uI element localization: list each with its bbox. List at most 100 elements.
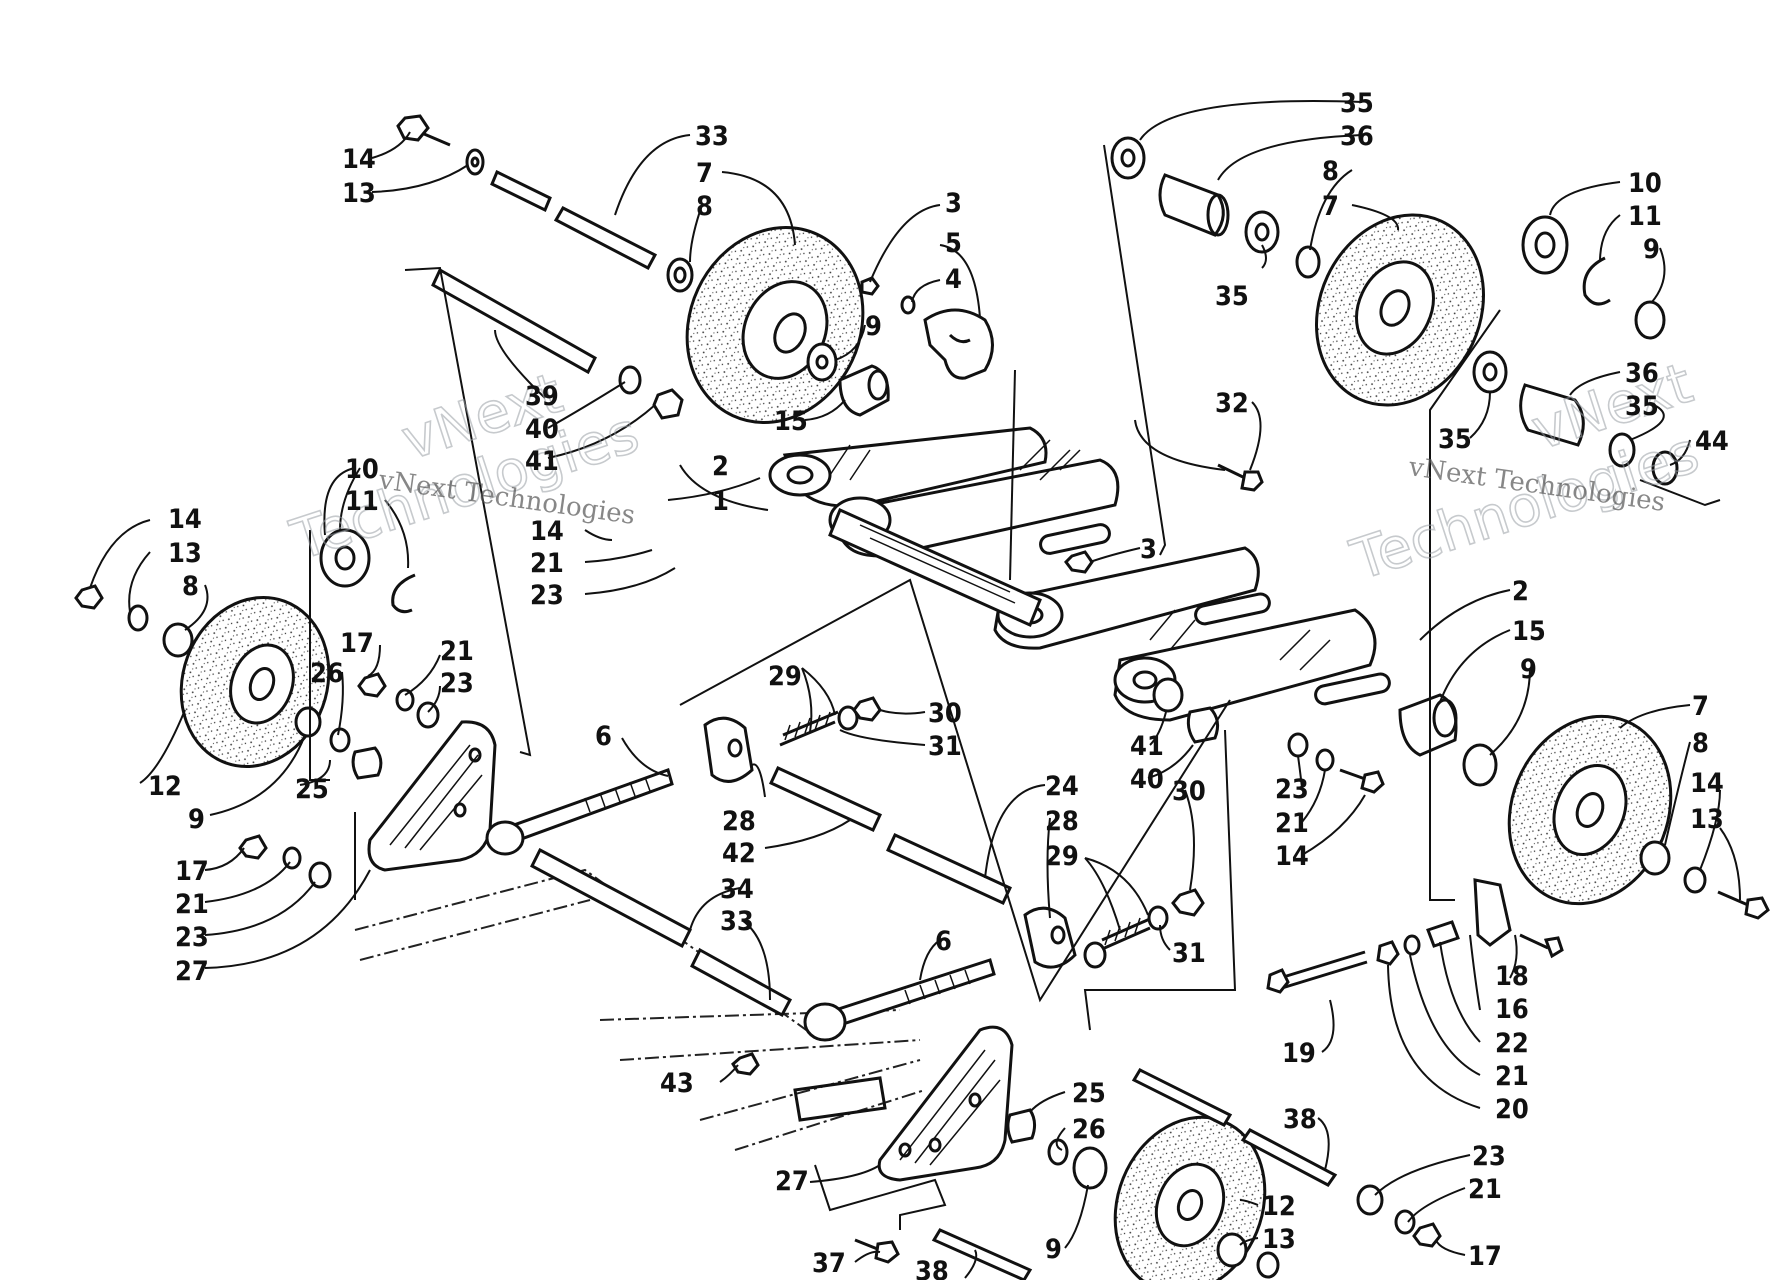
callout: 15 bbox=[1512, 616, 1546, 647]
callout: 11 bbox=[1628, 201, 1662, 232]
callout: 8 bbox=[1692, 728, 1709, 759]
callout: 18 bbox=[1495, 961, 1529, 992]
callout: 22 bbox=[1495, 1028, 1529, 1059]
callout: 35 bbox=[1340, 88, 1374, 119]
left-wheel-assembly bbox=[74, 528, 416, 780]
watermark-left: vNext Technologies vNext Technologies bbox=[282, 360, 647, 574]
callout: 9 bbox=[188, 804, 205, 835]
callout: 27 bbox=[175, 956, 209, 987]
callout: 23 bbox=[440, 668, 474, 699]
suspension-arm-front bbox=[768, 426, 1120, 558]
callout: 40 bbox=[1130, 764, 1164, 795]
callout: 12 bbox=[148, 771, 182, 802]
callout: 33 bbox=[720, 906, 754, 937]
callout: 9 bbox=[1643, 234, 1660, 265]
callout: 28 bbox=[1045, 806, 1079, 837]
callout: 35 bbox=[1215, 281, 1249, 312]
callout-labels: 14 13 33 7 8 3 5 4 9 15 39 40 41 35 36 8… bbox=[148, 88, 1729, 1280]
callout: 23 bbox=[1472, 1141, 1506, 1172]
callout: 34 bbox=[720, 874, 754, 905]
callout: 9 bbox=[865, 311, 882, 342]
callout: 14 bbox=[342, 144, 376, 175]
callout: 16 bbox=[1495, 994, 1529, 1025]
callout: 36 bbox=[1340, 121, 1374, 152]
callout: 27 bbox=[775, 1166, 809, 1197]
callout: 17 bbox=[175, 856, 209, 887]
callout: 40 bbox=[525, 414, 559, 445]
callout: 28 bbox=[722, 806, 756, 837]
callout: 13 bbox=[168, 538, 202, 569]
callout: 4 bbox=[945, 264, 962, 295]
callout: 23 bbox=[175, 922, 209, 953]
callout: 15 bbox=[774, 406, 808, 437]
callout: 14 bbox=[1690, 768, 1724, 799]
callout: 29 bbox=[1045, 841, 1079, 872]
callout: 7 bbox=[696, 158, 713, 189]
suspension-arm-rear bbox=[993, 546, 1391, 722]
callout: 2 bbox=[712, 451, 729, 482]
callout: 38 bbox=[915, 1256, 949, 1280]
callout: 11 bbox=[345, 486, 379, 517]
shock-assembly-lower bbox=[803, 888, 1205, 1042]
callout: 8 bbox=[696, 191, 713, 222]
callout: 14 bbox=[1275, 841, 1309, 872]
callout: 41 bbox=[1130, 731, 1164, 762]
callout: 20 bbox=[1495, 1094, 1529, 1125]
callout: 19 bbox=[1282, 1038, 1316, 1069]
callout: 7 bbox=[1322, 191, 1339, 222]
callout: 1 bbox=[712, 486, 729, 517]
callout: 35 bbox=[1625, 391, 1659, 422]
callout: 25 bbox=[295, 774, 329, 805]
shock-assembly-upper bbox=[485, 696, 1012, 905]
callout: 43 bbox=[660, 1068, 694, 1099]
callout: 25 bbox=[1072, 1078, 1106, 1109]
callout: 26 bbox=[1072, 1114, 1106, 1145]
callout: 24 bbox=[1045, 771, 1079, 802]
idler-bracket-group bbox=[1266, 878, 1564, 994]
callout: 21 bbox=[1468, 1174, 1502, 1205]
callout: 12 bbox=[1262, 1191, 1296, 1222]
callout: 13 bbox=[1690, 804, 1724, 835]
callout: 5 bbox=[945, 228, 962, 259]
callout: 21 bbox=[1275, 808, 1309, 839]
callout: 9 bbox=[1045, 1234, 1062, 1265]
upper-right-wheel-assembly bbox=[1110, 136, 1679, 486]
assembly-boundary-lines bbox=[309, 144, 1721, 1230]
callout: 31 bbox=[1172, 938, 1206, 969]
callout: 17 bbox=[1468, 1241, 1502, 1272]
cross-shaft bbox=[828, 507, 1042, 628]
callout: 30 bbox=[1172, 776, 1206, 807]
callout: 29 bbox=[768, 661, 802, 692]
callout: 10 bbox=[1628, 168, 1662, 199]
callout: 33 bbox=[695, 121, 729, 152]
callout: 21 bbox=[1495, 1061, 1529, 1092]
callout: 26 bbox=[310, 658, 344, 689]
callout: 38 bbox=[1283, 1104, 1317, 1135]
callout: 31 bbox=[928, 731, 962, 762]
side-plate-left bbox=[238, 672, 497, 889]
callout: 21 bbox=[530, 548, 564, 579]
callout: 23 bbox=[530, 580, 564, 611]
stop-bracket bbox=[860, 276, 994, 380]
callout: 41 bbox=[525, 446, 559, 477]
callout: 44 bbox=[1695, 426, 1729, 457]
callout: 9 bbox=[1520, 654, 1537, 685]
callout: 2 bbox=[1512, 576, 1529, 607]
callout: 3 bbox=[1140, 534, 1157, 565]
side-plate-right bbox=[877, 1025, 1014, 1182]
callout: 42 bbox=[722, 838, 756, 869]
upper-left-wheel-assembly bbox=[396, 114, 890, 424]
callout: 35 bbox=[1438, 424, 1472, 455]
callout: 10 bbox=[345, 454, 379, 485]
callout: 6 bbox=[935, 926, 952, 957]
callout: 21 bbox=[175, 889, 209, 920]
callout: 36 bbox=[1625, 358, 1659, 389]
callout: 21 bbox=[440, 636, 474, 667]
callout: 6 bbox=[595, 721, 612, 752]
callout: 3 bbox=[945, 188, 962, 219]
callout: 13 bbox=[1262, 1224, 1296, 1255]
right-wheel-assembly bbox=[1152, 677, 1770, 920]
callout: 14 bbox=[530, 516, 564, 547]
callout: 37 bbox=[812, 1248, 846, 1279]
